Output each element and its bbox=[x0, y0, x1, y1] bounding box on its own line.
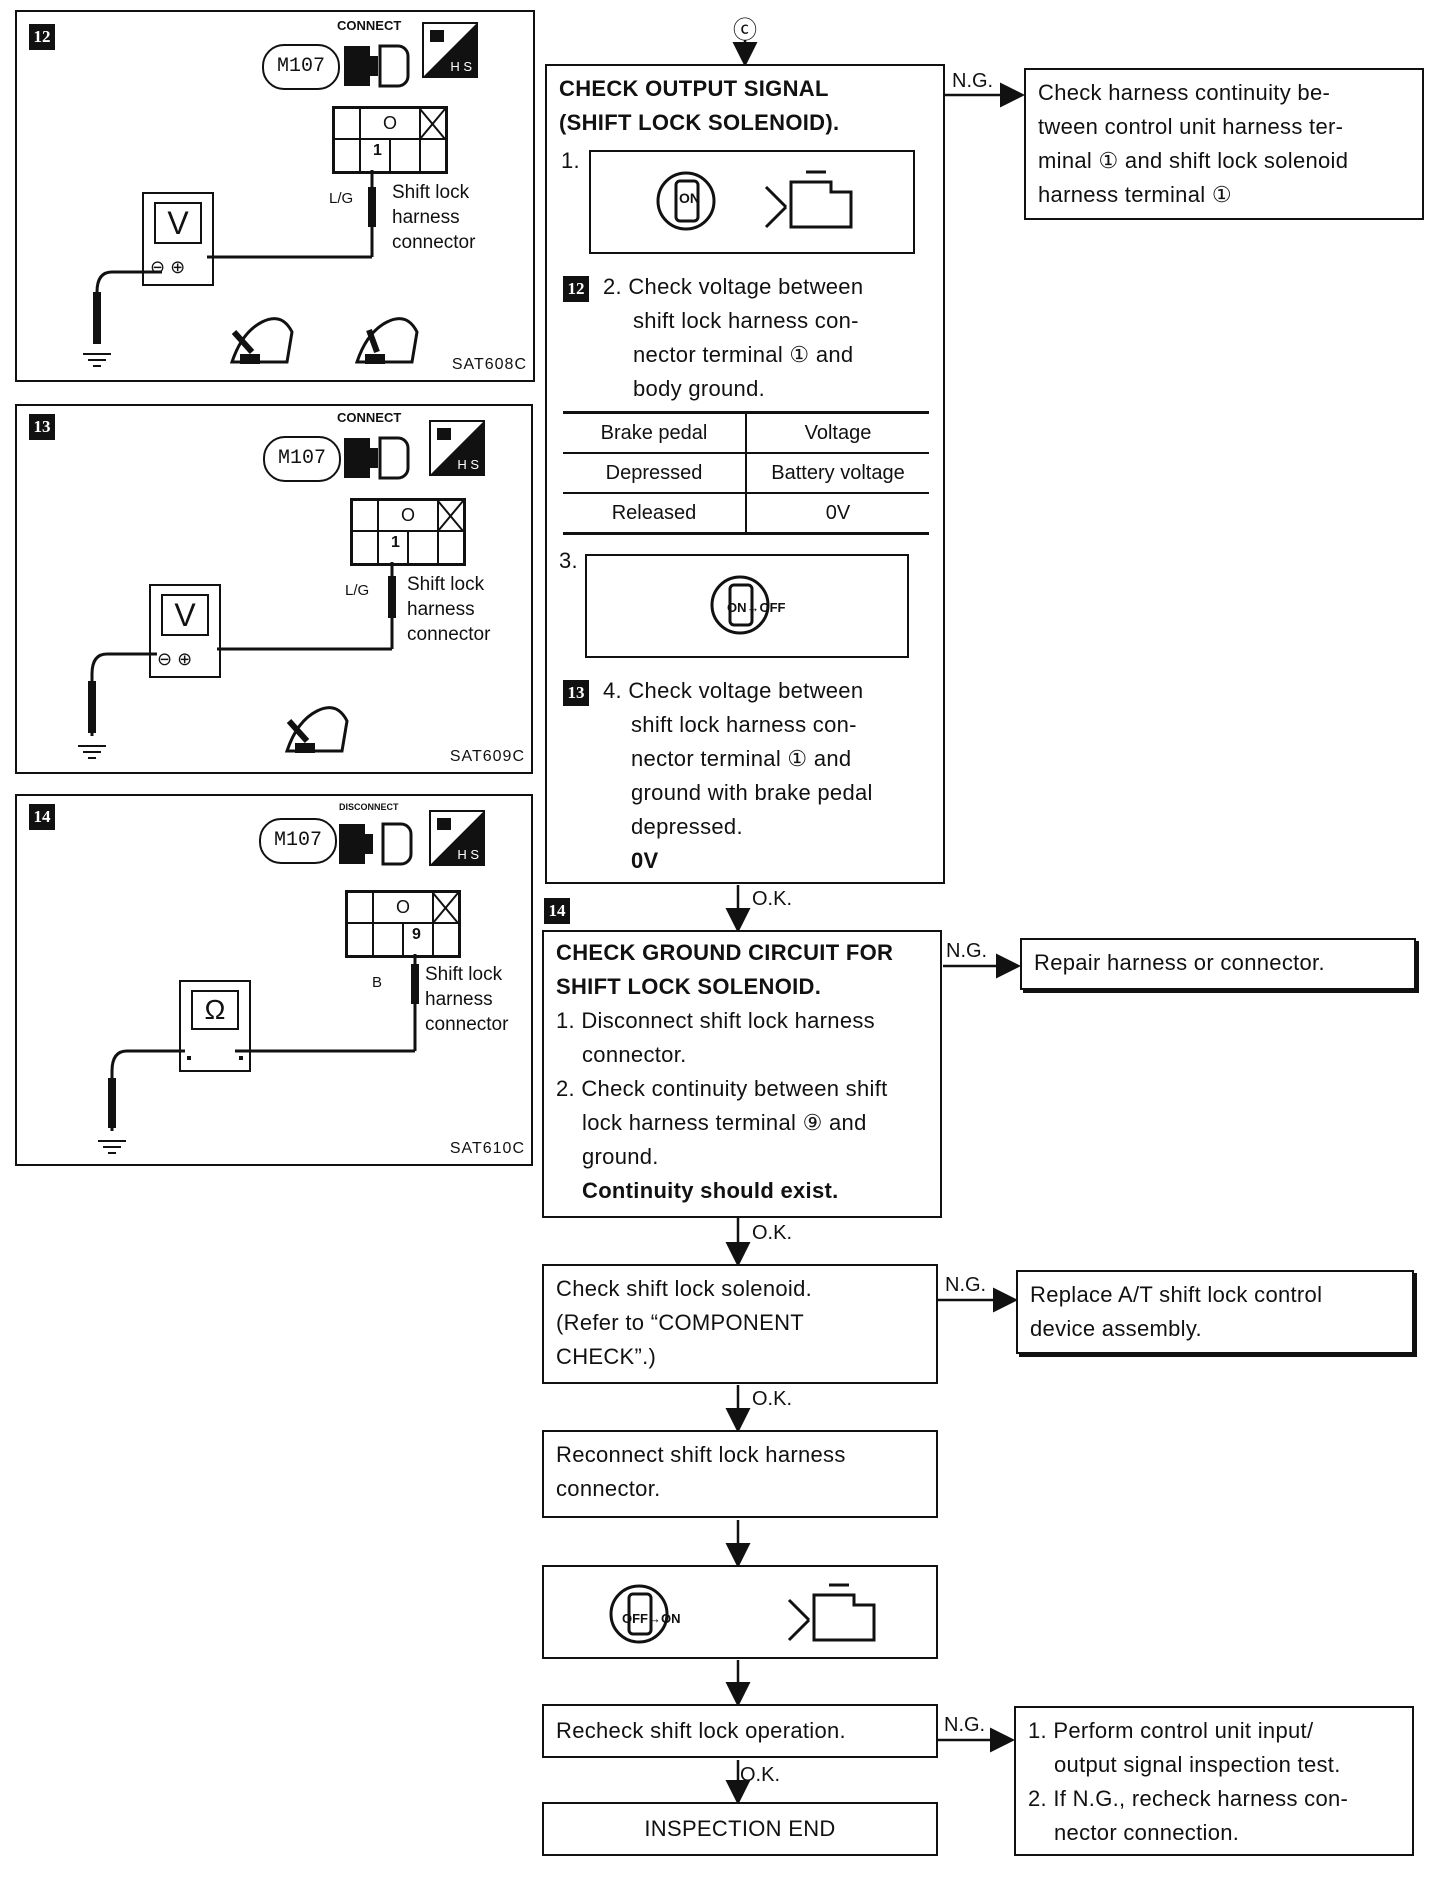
harness-connector-grid: O 1 bbox=[332, 106, 448, 174]
ignition-key-icon bbox=[609, 1584, 669, 1644]
step-badge: 14 bbox=[29, 804, 55, 830]
ng-result-perform-inspection: 1. Perform control unit input/ output si… bbox=[1014, 1706, 1414, 1856]
table-cell: 0V bbox=[825, 501, 851, 524]
table-cell: Released bbox=[563, 493, 747, 534]
voltmeter: V ⊖ ⊕ bbox=[149, 584, 221, 678]
wire-color: B bbox=[372, 974, 383, 991]
step-check-output-signal: CHECK OUTPUT SIGNAL(SHIFT LOCK SOLENOID)… bbox=[545, 64, 945, 884]
ng-label: N.G. bbox=[952, 70, 994, 92]
table-cell: Depressed bbox=[563, 453, 747, 493]
step-check-shift-lock-solenoid: Check shift lock solenoid.(Refer to “COM… bbox=[542, 1264, 938, 1384]
harness-connector-grid: O 1 bbox=[350, 498, 466, 566]
ignition-key-icon bbox=[710, 575, 770, 635]
substep-1-number: 1. bbox=[561, 148, 580, 173]
engine-icon bbox=[787, 1583, 876, 1642]
disconnect-label: DISCONNECT bbox=[339, 802, 399, 812]
ignition-off-image: ON→OFF bbox=[585, 554, 909, 658]
connector-id-oval: M107 bbox=[262, 44, 340, 90]
step-instructions: 1. Disconnect shift lock harness connect… bbox=[556, 1004, 888, 1208]
figure-code: SAT609C bbox=[449, 748, 525, 765]
brake-pedal-release-icon bbox=[354, 317, 419, 364]
ignition-on-label: ON bbox=[679, 190, 700, 206]
ok-label: O.K. bbox=[752, 888, 793, 910]
substep-3-number: 3. bbox=[559, 548, 578, 573]
top-connector-symbol: ⓒ bbox=[733, 17, 757, 44]
step-title: CHECK OUTPUT SIGNAL(SHIFT LOCK SOLENOID)… bbox=[559, 76, 840, 135]
hs-icon: H S bbox=[422, 22, 478, 78]
ignition-offon-label: OFF→ON bbox=[622, 1611, 681, 1626]
ng-result-harness-continuity: Check harness continuity be-tween contro… bbox=[1024, 68, 1424, 220]
connector-plug-icon bbox=[344, 44, 410, 88]
substep-4-text: 4. Check voltage between shift lock harn… bbox=[603, 674, 873, 878]
inspection-end-box: INSPECTION END bbox=[542, 1802, 938, 1856]
terminal-top: O bbox=[401, 505, 416, 525]
substep-2-text: 2. Check voltage between shift lock harn… bbox=[603, 274, 864, 401]
ok-label: O.K. bbox=[752, 1222, 793, 1244]
step-recheck-operation: Recheck shift lock operation. bbox=[542, 1704, 938, 1758]
terminal-number: 1 bbox=[391, 534, 400, 551]
engine-icon bbox=[764, 170, 853, 229]
ok-label: O.K. bbox=[740, 1764, 781, 1786]
connect-label: CONNECT bbox=[337, 410, 402, 425]
ignition-onoff-label: ON→OFF bbox=[727, 600, 786, 615]
terminal-top: O bbox=[383, 113, 398, 133]
expected-value: 0V bbox=[631, 848, 659, 873]
terminal-top: O bbox=[396, 897, 411, 917]
table-header-voltage: Voltage bbox=[804, 421, 872, 444]
step-badge: 12 bbox=[563, 276, 589, 302]
ng-label: N.G. bbox=[945, 1274, 987, 1296]
connector-id-oval: M107 bbox=[263, 436, 341, 482]
connect-label: CONNECT bbox=[337, 18, 402, 33]
step-badge: 14 bbox=[544, 898, 570, 924]
brake-pedal-press-icon bbox=[284, 706, 349, 753]
terminal-number: 9 bbox=[412, 926, 421, 943]
wire-color: L/G bbox=[345, 582, 370, 599]
voltmeter: V ⊖ ⊕ bbox=[142, 192, 214, 286]
wiring bbox=[78, 562, 396, 759]
figure-code: SAT610C bbox=[449, 1140, 525, 1157]
wire-color: L/G bbox=[329, 190, 354, 207]
ignition-key-icon bbox=[656, 171, 716, 231]
terminal-number: 1 bbox=[373, 142, 382, 159]
harness-connector-grid: O 9 bbox=[345, 890, 461, 958]
ng-result-repair-harness: Repair harness or connector. bbox=[1020, 938, 1416, 990]
brake-pedal-press-icon bbox=[229, 317, 294, 364]
connector-plug-icon bbox=[344, 436, 410, 480]
figure-code: SAT608C bbox=[451, 356, 527, 373]
table-header-brake-pedal: Brake pedal bbox=[563, 412, 747, 453]
step-badge: 13 bbox=[563, 680, 589, 706]
ng-label: N.G. bbox=[946, 940, 988, 962]
expected-result: Continuity should exist. bbox=[582, 1178, 839, 1203]
hs-icon: H S bbox=[429, 420, 485, 476]
ohmmeter: Ω bbox=[179, 980, 251, 1072]
hs-icon: H S bbox=[429, 810, 485, 866]
step-badge: 13 bbox=[29, 414, 55, 440]
ignition-engine-image: ON bbox=[589, 150, 915, 254]
connector-unplug-icon bbox=[339, 822, 413, 866]
table-cell: Battery voltage bbox=[771, 461, 905, 484]
wiring bbox=[98, 954, 419, 1154]
ok-label: O.K. bbox=[752, 1388, 793, 1410]
ng-label: N.G. bbox=[944, 1714, 986, 1736]
step-badge: 12 bbox=[29, 24, 55, 50]
voltage-table: Brake pedal Voltage Depressed Battery vo… bbox=[563, 411, 929, 535]
wiring bbox=[83, 170, 376, 367]
connector-id-oval: M107 bbox=[259, 818, 337, 864]
ignition-off-on-engine-image: OFF→ON bbox=[542, 1565, 938, 1659]
